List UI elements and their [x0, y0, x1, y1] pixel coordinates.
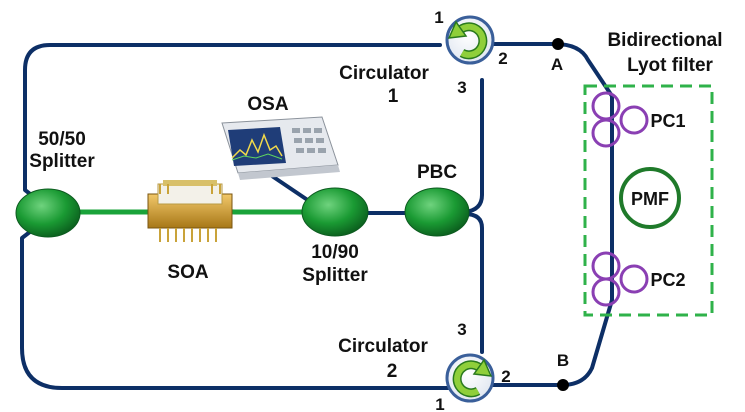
- circulator-1-port-2: 2: [498, 49, 507, 68]
- circulator-1-label-line1: Circulator: [339, 63, 429, 84]
- splitter-5050-coupler: [15, 188, 81, 238]
- osa-icon: [221, 116, 340, 180]
- lyot-filter-label-line2: Lyot filter: [627, 55, 713, 76]
- circulator-2-label-line1: Circulator: [338, 336, 428, 357]
- soa-icon: [147, 180, 233, 242]
- pc2-label: PC2: [650, 270, 685, 290]
- circulator-1-label-line2: 1: [388, 86, 399, 107]
- lyot-filter-label-line1: Bidirectional: [607, 30, 722, 51]
- circulator-2-port-1: 1: [435, 395, 444, 412]
- fiber-splitter-to-circ2: [20, 216, 450, 390]
- osa-label: OSA: [247, 94, 288, 115]
- splitter-5050-label-line1: 50/50: [38, 129, 86, 150]
- pc1-label: PC1: [650, 111, 685, 131]
- splitter-5050-label-line2: Splitter: [29, 151, 95, 172]
- pmf-label: PMF: [631, 189, 669, 209]
- soa-label: SOA: [167, 262, 208, 283]
- circulator-2-port-3: 3: [457, 320, 466, 339]
- point-b-marker: [557, 379, 569, 391]
- point-a-label: A: [551, 55, 563, 74]
- pbc-coupler: [404, 187, 470, 237]
- circulator-1: [445, 15, 495, 65]
- circulator-1-port-1: 1: [434, 8, 443, 27]
- circulator-2-port-2: 2: [501, 367, 510, 386]
- splitter-1090-label-line1: 10/90: [311, 242, 359, 263]
- circulator-2-label-line2: 2: [387, 361, 398, 382]
- pmf-ring: [619, 167, 681, 229]
- lyot-filter-box: [583, 84, 714, 317]
- circulator-1-port-3: 3: [457, 78, 466, 97]
- pc2-icon: [591, 251, 649, 307]
- circulator-2: [445, 353, 495, 403]
- point-a-marker: [552, 38, 564, 50]
- fiber-soa-to-1090: [219, 204, 302, 215]
- fiber-circ2-to-pbc: [463, 212, 484, 354]
- fiber-circ1-to-pbc: [463, 78, 484, 214]
- circular-arrow-icon: [452, 358, 493, 398]
- fiber-splitter-to-circ1: [23, 43, 442, 210]
- circular-arrow-icon: [447, 20, 488, 60]
- pbc-label: PBC: [417, 162, 457, 183]
- splitter-1090-label-line2: Splitter: [302, 265, 368, 286]
- point-b-label: B: [557, 351, 569, 370]
- pc1-icon: [591, 91, 649, 148]
- splitter-1090-coupler: [301, 187, 369, 237]
